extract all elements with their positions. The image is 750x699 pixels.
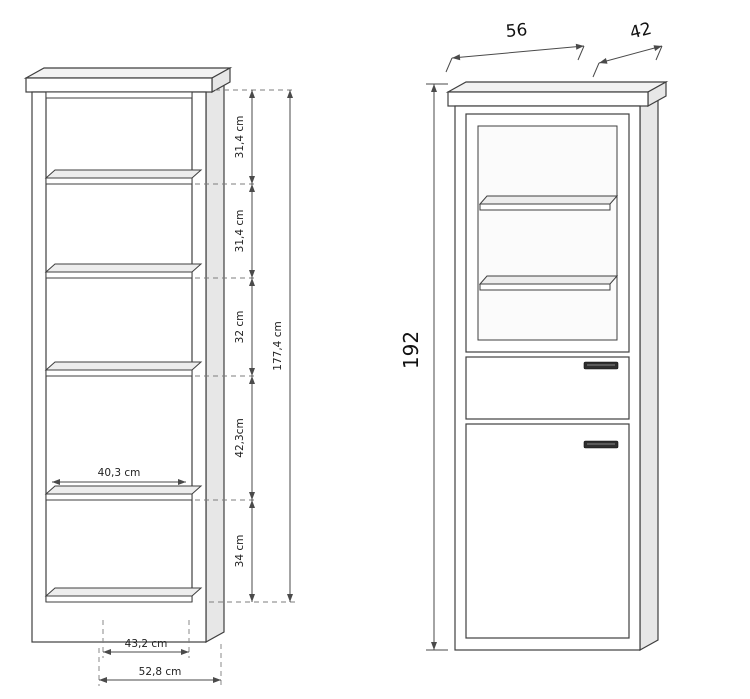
shelf-1 <box>44 169 203 185</box>
shelf-2 <box>44 263 203 279</box>
shelf-front-edge <box>45 177 193 185</box>
shelf-front-edge <box>45 369 193 377</box>
shelf-3 <box>44 361 203 377</box>
shelf-top-face <box>478 275 619 285</box>
height-dim-line <box>426 83 448 651</box>
shelf-top-face <box>478 195 619 205</box>
glass-door <box>465 113 630 353</box>
shelf-top-face <box>44 361 203 371</box>
lower-door-front <box>465 423 630 639</box>
shelf-4 <box>44 485 203 501</box>
width-dim-line <box>445 45 585 73</box>
left-cabinet-view <box>23 66 233 644</box>
width-label: 56 <box>505 20 528 42</box>
drawer-handle-highlight <box>587 364 615 366</box>
segment-label-1: 31,4 cm <box>234 116 246 159</box>
left-cabinet-top-board <box>45 91 193 99</box>
inner-width-label: 40,3 cm <box>98 467 141 479</box>
shelf-top-face <box>44 263 203 273</box>
glass-shelf-1 <box>478 195 619 211</box>
shelf-front-edge <box>479 283 611 291</box>
shelf-front-edge <box>45 493 193 501</box>
right-cabinet-side-panel <box>639 94 659 652</box>
height-label: 192 <box>399 331 423 369</box>
right-cabinet-top-front <box>447 91 649 107</box>
left-cabinet-top-front <box>25 77 213 93</box>
left-view-dimensions: 31,4 cm 31,4 cm 32 cm 42,3cm 34 cm 177,4… <box>52 89 296 686</box>
segment-label-2: 31,4 cm <box>234 210 246 253</box>
depth-dim-line <box>592 45 663 78</box>
right-view-dimensions: 56 42 192 <box>399 19 663 651</box>
shelf-front-edge <box>479 203 611 211</box>
depth-label: 42 <box>628 19 654 44</box>
bottom-board-front-edge <box>45 595 193 603</box>
shelf-top-face <box>44 169 203 179</box>
door-handle-highlight <box>587 443 615 445</box>
left-cabinet-side-panel <box>205 80 225 644</box>
bottom-board-top-face <box>44 587 203 597</box>
shelf-top-face <box>44 485 203 495</box>
segment-label-5: 34 cm <box>234 535 246 568</box>
total-height-label: 177,4 cm <box>272 321 284 370</box>
segment-label-4: 42,3cm <box>234 418 246 457</box>
glass-shelf-2 <box>478 275 619 291</box>
lower-door <box>465 423 630 639</box>
bottom-board <box>44 587 203 603</box>
right-cabinet-view <box>445 80 669 652</box>
extension-lines <box>98 89 296 686</box>
left-cabinet-top-face <box>23 67 233 79</box>
drawer <box>465 356 630 420</box>
segment-label-3: 32 cm <box>234 311 246 344</box>
shelf-front-edge <box>45 271 193 279</box>
right-cabinet-top-face <box>445 81 669 93</box>
inner-bottom-width-label: 43,2 cm <box>125 638 168 650</box>
outer-bottom-width-label: 52,8 cm <box>139 666 182 678</box>
glass-pane <box>477 125 618 341</box>
